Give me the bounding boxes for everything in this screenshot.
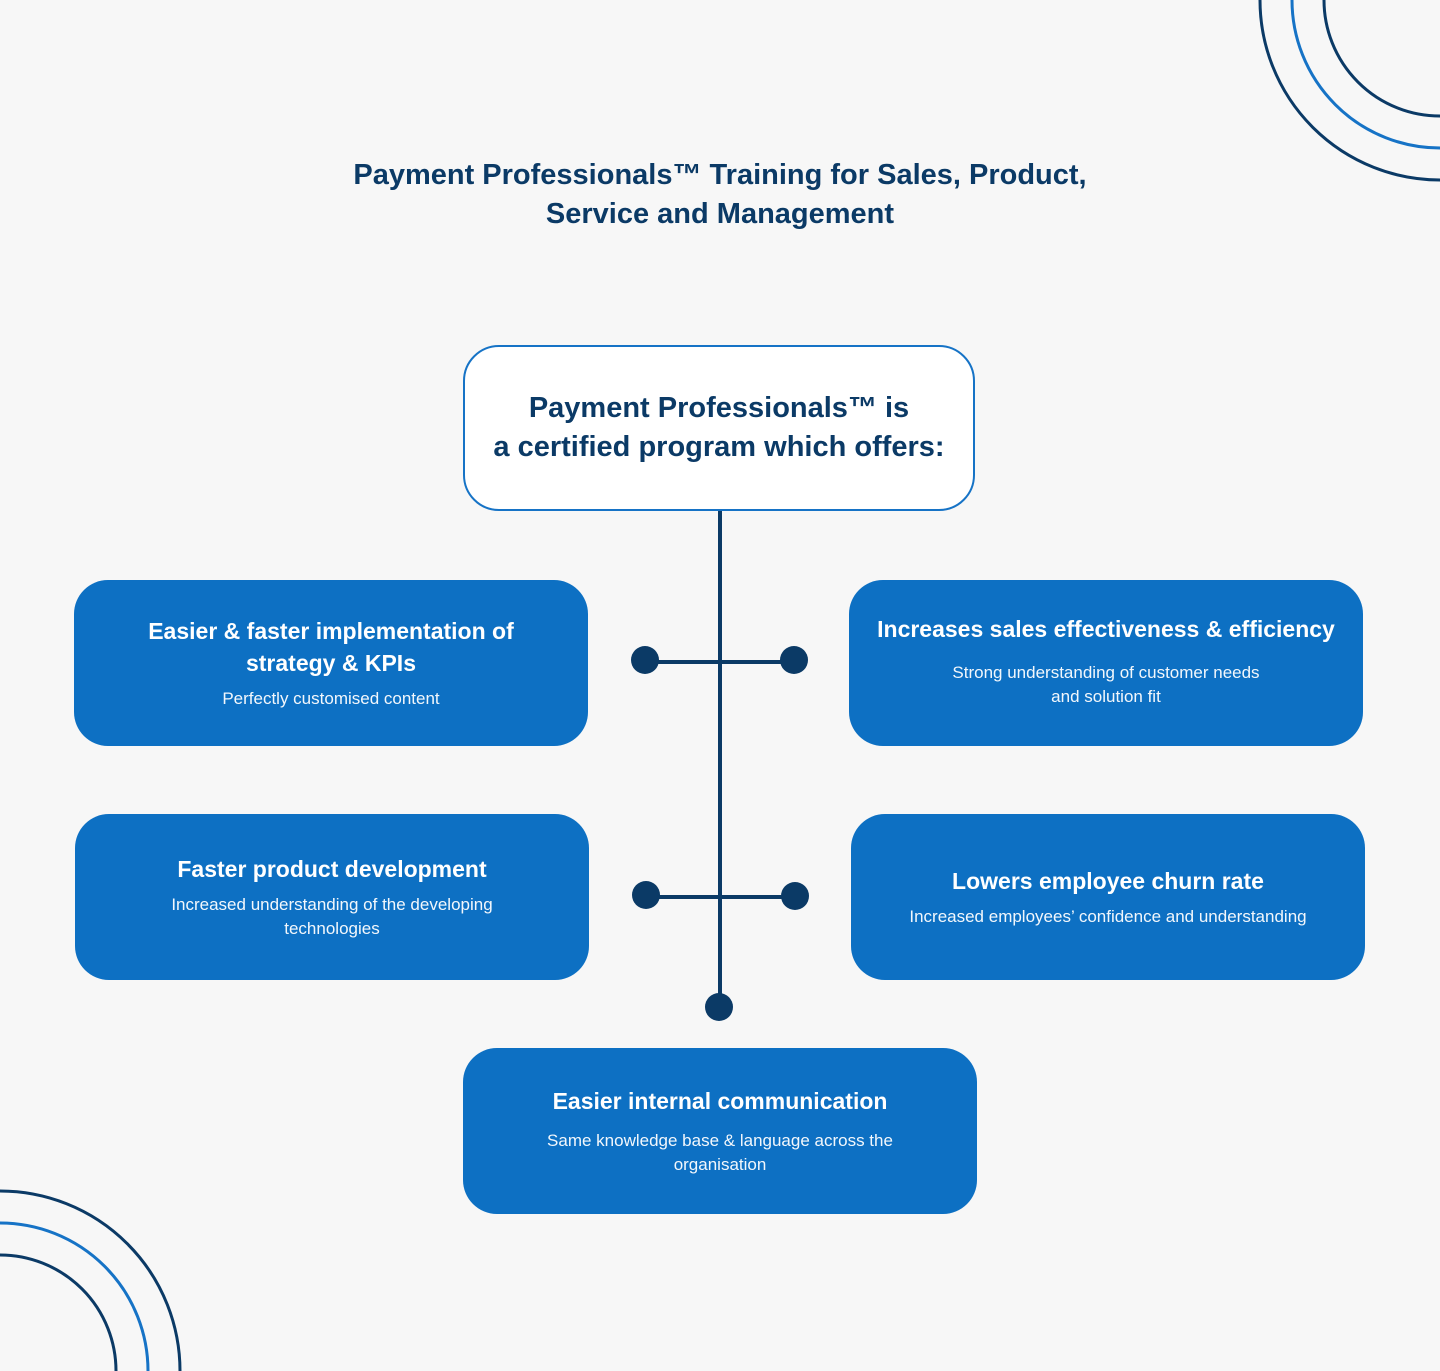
card-description: Increased understanding of the developin…	[171, 893, 492, 941]
bottom-left-arc-inner	[0, 1253, 118, 1371]
node-lower-left	[632, 881, 660, 909]
card-description-line: Increased employees’ confidence and unde…	[909, 907, 1307, 926]
card-description-line: Strong understanding of customer needs	[952, 663, 1260, 682]
program-hub-box: Payment Professionals™ is a certified pr…	[463, 345, 975, 511]
node-lower-right	[781, 882, 809, 910]
card-description-line: technologies	[284, 919, 380, 938]
card-description: Perfectly customised content	[222, 687, 439, 711]
card-description: Increased employees’ confidence and unde…	[909, 905, 1306, 929]
top-right-arc-inner	[1322, 0, 1440, 118]
node-upper-right	[780, 646, 808, 674]
card-title-line: strategy & KPIs	[245, 650, 416, 676]
node-bottom	[705, 993, 733, 1021]
top-right-arc-outer	[1258, 0, 1440, 182]
card-title: Increases sales effectiveness & efficien…	[877, 613, 1335, 645]
top-right-arc-middle	[1290, 0, 1440, 150]
bottom-left-arc-middle	[0, 1221, 150, 1371]
page-title-line-2: Service and Management	[545, 198, 895, 230]
benefit-card-product-development: Faster product development Increased und…	[75, 814, 589, 980]
hub-text-line-2: a certified program which offers:	[493, 431, 945, 463]
card-title: Easier & faster implementation of strate…	[148, 615, 514, 679]
card-title-line: Increases sales effectiveness & efficien…	[877, 616, 1335, 642]
card-description-line: Same knowledge base & language across th…	[547, 1131, 893, 1150]
bottom-left-arc-outer	[0, 1189, 182, 1371]
card-title-line: Faster product development	[177, 856, 487, 882]
node-upper-left	[631, 646, 659, 674]
card-title: Easier internal communication	[553, 1085, 888, 1117]
card-description-line: organisation	[673, 1155, 767, 1174]
card-description: Strong understanding of customer needs a…	[952, 661, 1259, 709]
card-title-line: Easier internal communication	[552, 1088, 888, 1114]
page-title-line-1: Payment Professionals™ Training for Sale…	[353, 159, 1087, 191]
card-title: Lowers employee churn rate	[952, 865, 1264, 897]
benefit-card-sales-effectiveness: Increases sales effectiveness & efficien…	[849, 580, 1363, 746]
card-description-line: Increased understanding of the developin…	[171, 895, 493, 914]
benefit-card-employee-churn: Lowers employee churn rate Increased emp…	[851, 814, 1365, 980]
card-description-line: Perfectly customised content	[222, 689, 440, 708]
card-title-line: Lowers employee churn rate	[952, 868, 1264, 894]
page-title: Payment Professionals™ Training for Sale…	[320, 156, 1120, 234]
card-description-line: and solution fit	[1051, 687, 1161, 706]
card-title: Faster product development	[177, 853, 486, 885]
card-title-line: Easier & faster implementation of	[148, 618, 514, 644]
hub-text-line-1: Payment Professionals™ is	[528, 392, 910, 424]
card-description: Same knowledge base & language across th…	[547, 1129, 893, 1177]
benefit-card-strategy-kpis: Easier & faster implementation of strate…	[74, 580, 588, 746]
benefit-card-internal-communication: Easier internal communication Same knowl…	[463, 1048, 977, 1214]
